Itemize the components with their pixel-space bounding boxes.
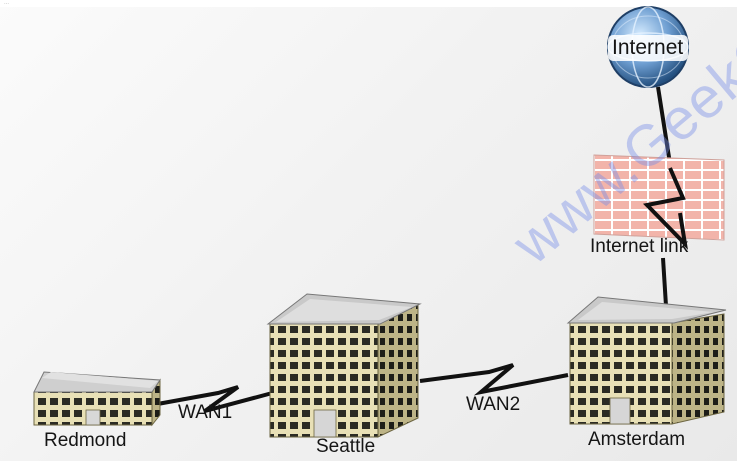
internet-label: Internet [612, 36, 683, 60]
seattle-building-icon [268, 294, 420, 437]
amsterdam-label: Amsterdam [588, 429, 685, 451]
wan2-link-icon [420, 365, 568, 392]
amsterdam-building-icon [568, 297, 726, 424]
seattle-label: Seattle [316, 436, 375, 458]
redmond-building-icon [34, 372, 160, 425]
redmond-label: Redmond [44, 430, 126, 452]
wan2-label: WAN2 [466, 394, 520, 416]
internet-link-label: Internet link [590, 236, 688, 258]
wan1-label: WAN1 [178, 402, 232, 424]
